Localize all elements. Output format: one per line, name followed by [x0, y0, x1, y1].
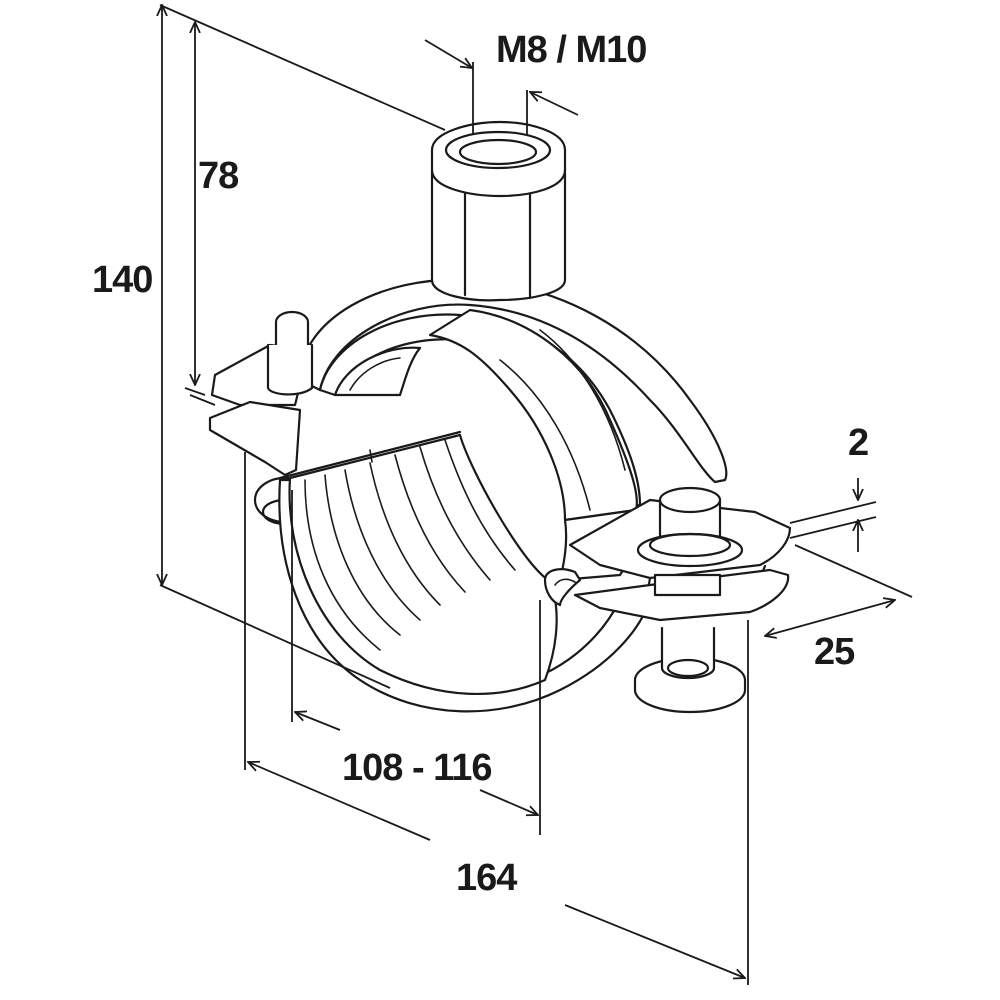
- lower-screw: [633, 626, 747, 714]
- hex-nut: [430, 120, 567, 302]
- label-band-thickness: 2: [848, 422, 868, 464]
- dimension-lines: [160, 5, 913, 985]
- label-thread: M8 / M10: [496, 29, 646, 71]
- label-total-height: 140: [92, 259, 152, 301]
- label-center-height: 78: [198, 155, 238, 197]
- label-band-width: 25: [814, 631, 855, 673]
- clamp-body: [208, 120, 792, 714]
- left-flange: [208, 310, 314, 477]
- label-total-width: 164: [456, 857, 517, 899]
- right-flange: [568, 486, 792, 622]
- label-pipe-diameter: 108 - 116: [342, 747, 491, 789]
- hinge: [543, 568, 582, 607]
- rubber-liner: [278, 430, 558, 696]
- upper-rubber: [333, 346, 422, 397]
